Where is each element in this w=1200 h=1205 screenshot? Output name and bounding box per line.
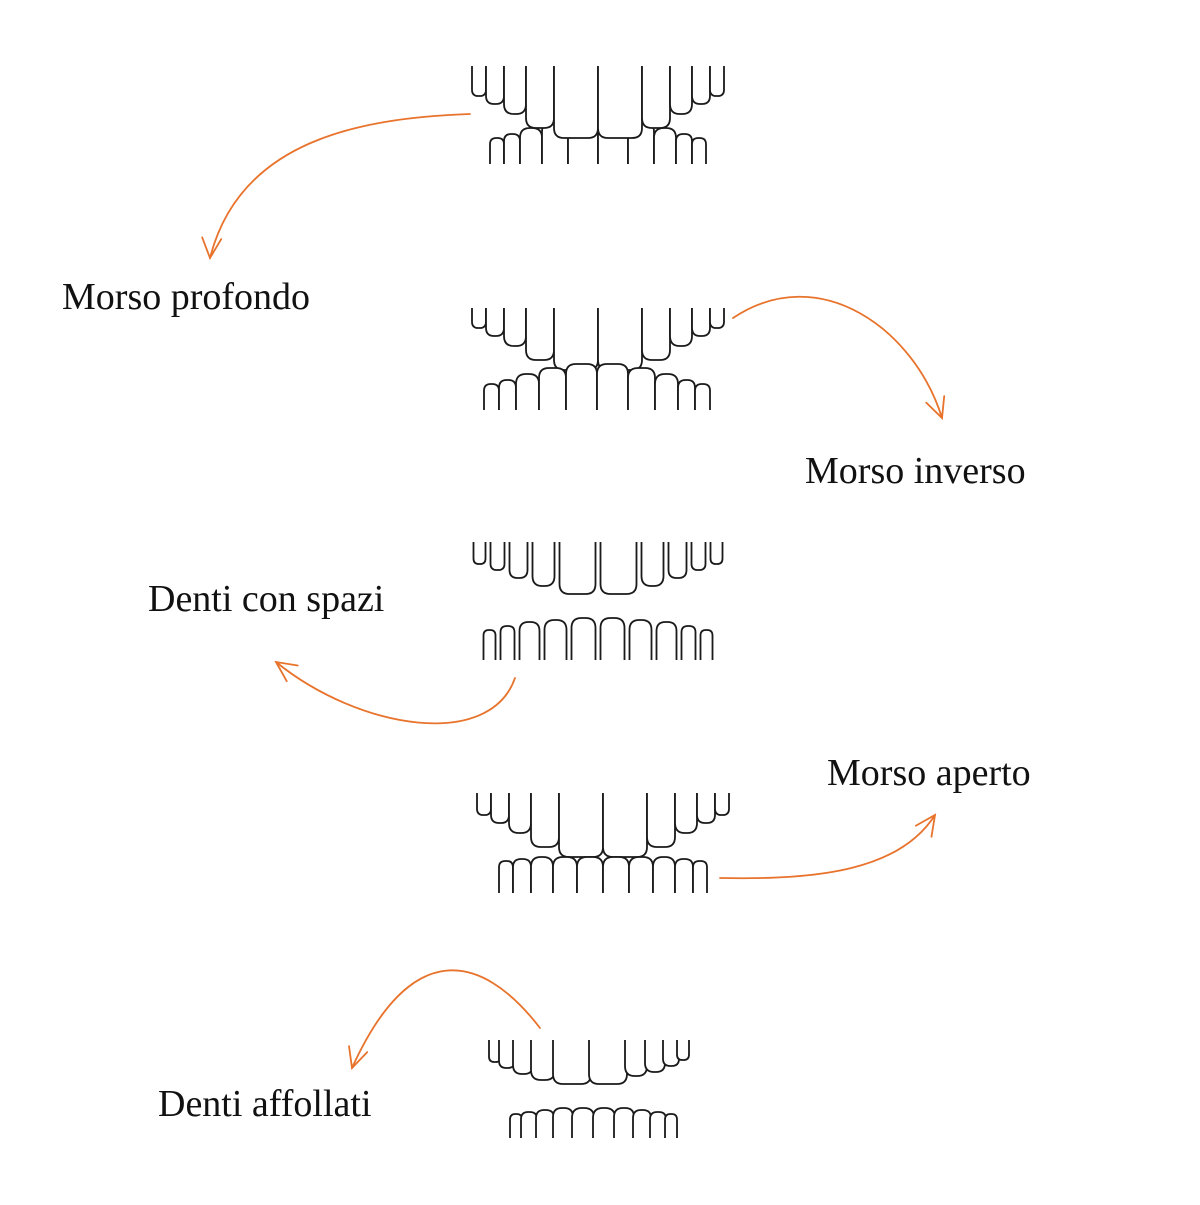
- arrow-to-morso-profondo: [201, 113, 471, 261]
- label-denti-affollati: Denti affollati: [158, 1083, 372, 1125]
- crossbite-teeth-icon: [471, 308, 725, 410]
- arrow-to-morso-aperto: [719, 813, 937, 880]
- arrow-to-denti-con-spazi: [274, 660, 516, 725]
- gapped-teeth-icon: [472, 542, 724, 660]
- arrow-to-denti-affollati: [348, 969, 541, 1070]
- deep-bite-teeth-icon: [471, 66, 725, 164]
- label-morso-aperto: Morso aperto: [827, 752, 1031, 794]
- label-morso-inverso: Morso inverso: [805, 450, 1026, 492]
- label-morso-profondo: Morso profondo: [62, 276, 311, 318]
- arrow-to-morso-inverso: [732, 296, 946, 420]
- crowded-teeth-icon: [488, 1040, 690, 1138]
- label-denti-con-spazi: Denti con spazi: [148, 578, 385, 620]
- open-bite-teeth-icon: [476, 793, 730, 893]
